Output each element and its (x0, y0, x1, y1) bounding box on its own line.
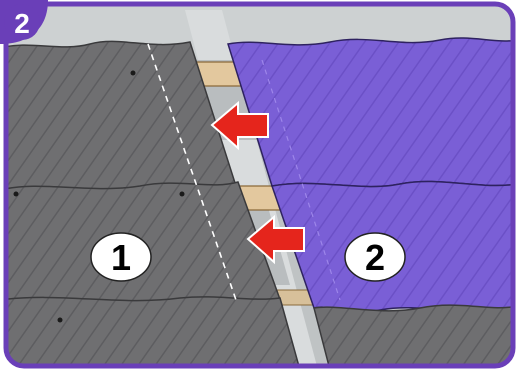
roof-tile-row (228, 38, 517, 187)
nail-hole (131, 71, 136, 76)
step-badge-label: 2 (14, 8, 30, 39)
nail-hole (58, 318, 63, 323)
nail-hole (180, 192, 185, 197)
roof-tile-row (314, 305, 517, 370)
callout-label-1: 1 (111, 237, 131, 278)
roof-tile-row (0, 297, 300, 370)
callout-label-2: 2 (365, 237, 385, 278)
nail-hole (14, 192, 19, 197)
callout-tile-2: 2 (345, 233, 405, 281)
callout-tile-1: 1 (91, 233, 151, 281)
